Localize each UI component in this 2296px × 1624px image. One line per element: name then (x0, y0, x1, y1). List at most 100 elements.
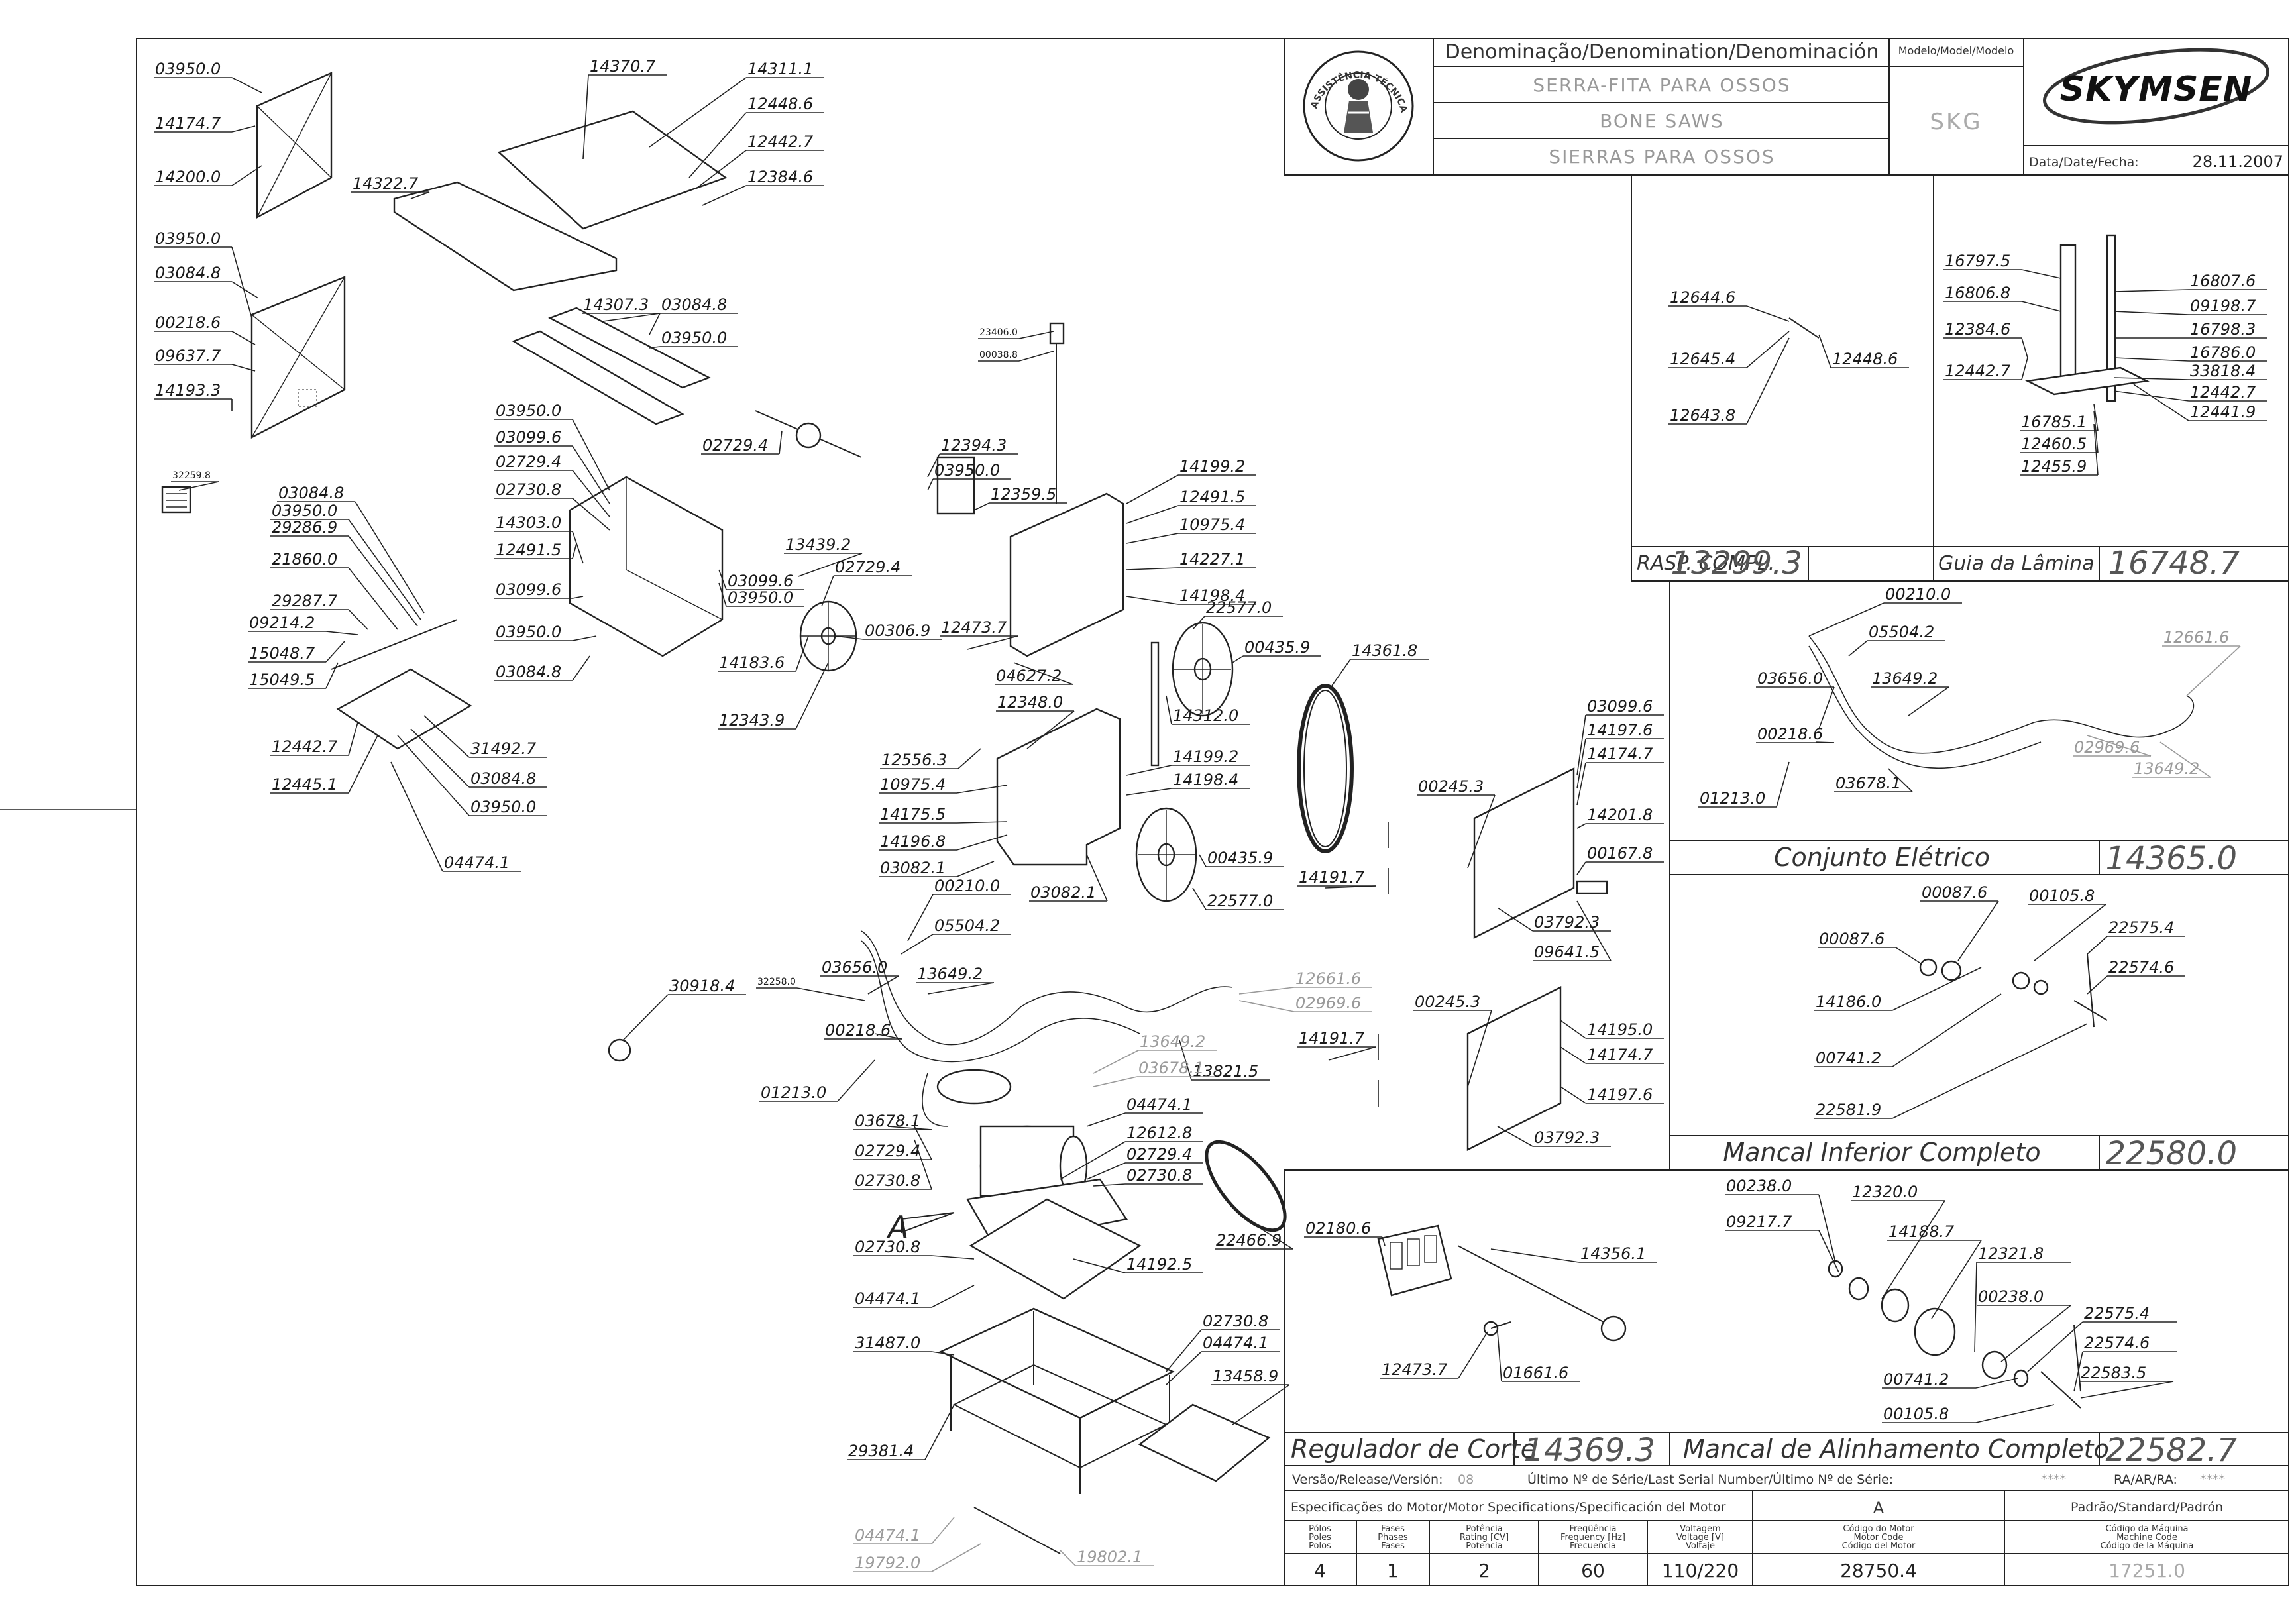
part-number: 14201.8 (1587, 806, 1653, 824)
drive-belt (1205, 1140, 1287, 1232)
callout-leader (718, 569, 727, 590)
part-number: 12442.7 (2190, 383, 2256, 402)
motor-spec-col-value: 110/220 (1662, 1560, 1739, 1582)
part-callout: 14196.8 (879, 832, 1008, 851)
part-callout: 03656.0 (820, 958, 899, 995)
callout-leader (1238, 987, 1295, 995)
part-callout: 12460.5 (2020, 410, 2099, 453)
part-callout: 09217.7 (1725, 1213, 1839, 1273)
part-callout: 02729.4 (853, 1126, 932, 1160)
part-number: 09214.2 (249, 614, 315, 632)
part-callout: 12612.8 (1060, 1124, 1203, 1180)
callout-leader (2093, 423, 2099, 476)
motor-spec-col-label: Frecuencia (1570, 1541, 1616, 1551)
callout-leader (2093, 404, 2099, 431)
part-number: 14311.1 (747, 60, 813, 78)
part-number: 14188.7 (1888, 1222, 1955, 1241)
base-plate (336, 668, 472, 750)
part-number: 14200.0 (155, 168, 221, 186)
callout-leader (2113, 377, 2189, 380)
part-number: 12321.8 (1978, 1244, 2044, 1263)
callout-leader (1086, 1112, 1126, 1127)
part-callout: 02180.6 (1304, 1219, 1386, 1246)
part-callout: 00105.8 (2028, 887, 2106, 961)
part-number: 12473.7 (1382, 1360, 1448, 1379)
part-number: 02729.4 (702, 436, 768, 455)
callout-leader (1576, 738, 1586, 789)
part-number: 03950.0 (155, 229, 221, 248)
part-number: 14192.5 (1126, 1255, 1192, 1273)
release-row: Versão/Release/Versión: 08 Último Nº de … (1292, 1471, 2225, 1487)
callout-leader (1126, 788, 1172, 796)
callout-leader (914, 1139, 932, 1190)
part-callout: 14370.7 (582, 57, 667, 160)
part-callout: 12643.8 (1668, 337, 1790, 425)
part-callout: 30918.4 (622, 977, 746, 1041)
callout-leader (572, 531, 584, 564)
callout-leader (931, 1543, 981, 1572)
part-callout: 01213.0 (759, 1059, 875, 1102)
part-number: 14197.6 (1587, 721, 1653, 739)
warning-label-plate (161, 486, 191, 514)
callout-leader (1818, 1194, 1836, 1263)
part-callout: 13649.2 (1871, 669, 1949, 716)
callout-leader (231, 281, 259, 299)
part-callout: 03950.0 (154, 60, 262, 93)
part-number: 13458.9 (1213, 1367, 1278, 1385)
part-callout: 02729.4 (1086, 1145, 1203, 1180)
part-callout: 02730.8 (853, 1238, 975, 1260)
part-callout: 12661.6 (2162, 628, 2241, 696)
part-number: 04474.1 (1126, 1095, 1192, 1114)
part-number: 01213.0 (761, 1083, 826, 1102)
motor-spec-col-label: Rating [CV] (1460, 1533, 1509, 1543)
motor-spec-col-label: Freqüência (1569, 1524, 1616, 1534)
part-callout: 12644.6 (1668, 288, 1790, 322)
part-number: 03656.0 (1757, 669, 1823, 688)
callout-leader (688, 112, 747, 178)
callout-leader (1467, 1010, 1492, 1087)
part-number: 00087.6 (1922, 883, 1987, 902)
part-callout: 03084.8 (410, 728, 547, 788)
callout-leader (1093, 1050, 1139, 1074)
part-callout: 23406.0 (978, 327, 1054, 339)
callout-leader (2113, 357, 2189, 362)
part-callout: 16786.0 (2113, 343, 2267, 362)
callout-leader (1018, 331, 1054, 339)
part-number: 02729.4 (835, 558, 901, 576)
part-number: 02730.8 (1126, 1166, 1192, 1185)
part-callout: 31487.0 (853, 1334, 955, 1356)
callout-leader (1467, 794, 1496, 869)
callout-leader (931, 1517, 955, 1544)
denomination-header: Denominação/Denomination/Denominación (1445, 40, 1879, 64)
part-callout: 14191.7 (1297, 1029, 1376, 1061)
part-number: 09217.7 (1726, 1213, 1792, 1231)
part-number: 12644.6 (1670, 288, 1735, 307)
part-callout: 12491.5 (1126, 488, 1256, 524)
standard-header: Padrão/Standard/Padrón (2071, 1500, 2223, 1515)
callout-leader (1232, 1384, 1290, 1425)
part-callout: 12321.8 (1974, 1244, 2071, 1352)
part-callout: 00238.0 (1725, 1177, 1836, 1263)
part-number: 03099.6 (496, 428, 561, 447)
denomination-pt: SERRA-FITA PARA OSSOS (1533, 74, 1790, 96)
part-number: 22583.5 (2081, 1364, 2146, 1382)
callout-leader (1560, 1046, 1586, 1064)
version-label: Versão/Release/Versión: (1292, 1472, 1443, 1487)
callout-leader (695, 150, 747, 189)
callout-leader (2087, 735, 2152, 757)
part-callout: 02969.6 (1238, 994, 1372, 1012)
part-callout: 00435.9 (1232, 638, 1321, 663)
motor-spec-col-label: Voltagem (1680, 1524, 1720, 1534)
part-number: 00210.0 (1885, 585, 1951, 604)
assembly-title-rasp: RASP. COMPL. (1637, 552, 1775, 575)
part-number: 00741.2 (1816, 1049, 1881, 1067)
callout-leader (1746, 331, 1790, 368)
part-callout: 22574.6 (2073, 1334, 2177, 1392)
part-number: 29381.4 (848, 1442, 914, 1460)
drip-tray (1138, 1403, 1271, 1482)
callout-leader (1808, 602, 1885, 637)
callout-leader (1881, 1200, 1945, 1299)
callout-leader (1957, 900, 1999, 961)
date-label: Data/Date/Fecha: (2029, 155, 2139, 170)
